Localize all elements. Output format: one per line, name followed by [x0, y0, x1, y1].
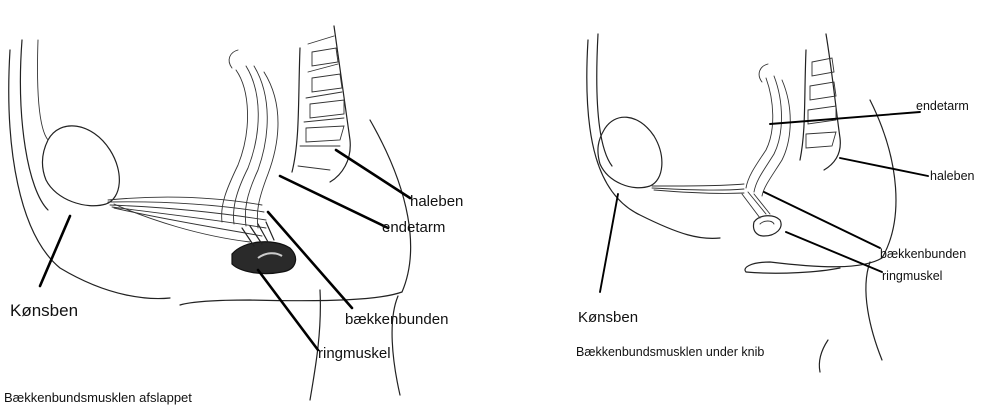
right-leader-pubic-bone	[600, 194, 618, 292]
right-leader-pelvic-floor	[764, 192, 880, 248]
right-spine	[800, 34, 840, 170]
right-body-outline-back2	[746, 268, 840, 273]
right-label-pelvic-floor: bækkenbunden	[880, 247, 966, 261]
right-body-outline	[587, 40, 720, 238]
right-pelvic-floor-muscle	[652, 184, 744, 193]
left-label-pubic-bone: Kønsben	[10, 301, 78, 320]
right-label-rectum: endetarm	[916, 99, 969, 113]
left-leader-rectum	[280, 176, 388, 228]
right-label-sphincter: ringmuskel	[882, 269, 942, 283]
left-body-outline-inner	[20, 40, 48, 210]
right-pubic-bone	[598, 117, 662, 188]
left-label-tailbone: haleben	[410, 193, 463, 210]
left-pubic-bone-edge	[37, 40, 48, 140]
right-body-outline-back4	[819, 340, 828, 372]
left-label-rectum: endetarm	[382, 219, 445, 236]
left-leader-tailbone	[336, 150, 410, 198]
right-body-outline-back3	[866, 262, 882, 360]
left-rectum	[222, 50, 278, 228]
left-spine	[292, 26, 350, 182]
left-caption: Bækkenbundsmusklen afslappet	[4, 390, 192, 405]
right-diagram: endetarm haleben bækkenbunden ringmuskel…	[576, 34, 975, 372]
left-body-outline	[9, 50, 170, 299]
left-pubic-bone	[42, 126, 119, 206]
left-label-sphincter: ringmuskel	[318, 345, 391, 362]
left-diagram: Kønsben haleben endetarm bækkenbunden ri…	[4, 26, 463, 405]
left-label-pelvic-floor: bækkenbunden	[345, 311, 448, 328]
right-leader-rectum	[770, 112, 920, 124]
left-leader-sphincter	[258, 270, 318, 350]
right-leader-sphincter	[786, 232, 882, 272]
right-caption: Bækkenbundsmusklen under knib	[576, 345, 764, 359]
right-sphincter-shape	[742, 192, 781, 236]
right-rectum	[746, 64, 790, 196]
right-leader-tailbone	[840, 158, 928, 176]
right-label-tailbone: haleben	[930, 169, 975, 183]
right-label-pubic-bone: Kønsben	[578, 309, 638, 326]
left-sphincter-shape	[232, 242, 296, 274]
left-pelvic-floor-muscle	[108, 197, 266, 242]
right-body-outline-inner	[597, 34, 612, 166]
